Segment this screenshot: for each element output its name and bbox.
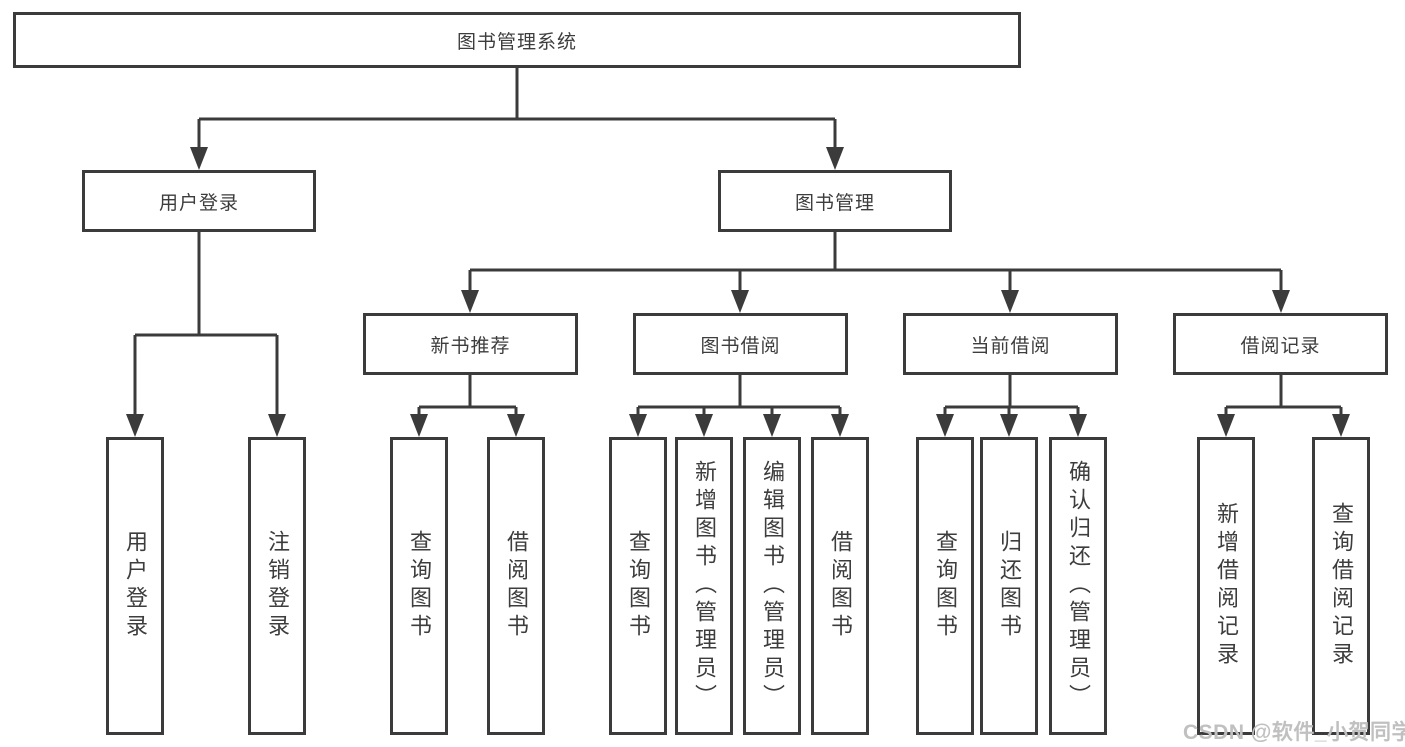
leaf-borrow-books-borrow-label: 借阅图书 <box>828 530 853 642</box>
node-book-management-label: 图书管理 <box>794 192 875 214</box>
node-user-login: 用户登录 <box>82 170 316 232</box>
node-current-borrow-label: 当前借阅 <box>970 335 1051 357</box>
leaf-add-book-admin: 新增图书（管理员） <box>675 437 733 735</box>
csdn-watermark: CSDN @软件_小贺同学 <box>1183 721 1405 744</box>
leaf-query-books-recommend: 查询图书 <box>390 437 448 735</box>
leaf-borrow-books-recommend-label: 借阅图书 <box>504 530 529 642</box>
leaf-logout-label: 注销登录 <box>265 530 290 642</box>
node-user-login-label: 用户登录 <box>158 192 239 214</box>
leaf-query-books-recommend-label: 查询图书 <box>407 530 432 642</box>
leaf-query-borrow-record-label: 查询借阅记录 <box>1329 502 1354 670</box>
leaf-query-books-current: 查询图书 <box>916 437 974 735</box>
node-root-system: 图书管理系统 <box>13 12 1021 68</box>
leaf-query-books-borrow-label: 查询图书 <box>626 530 651 642</box>
node-book-management: 图书管理 <box>718 170 952 232</box>
leaf-borrow-books-borrow: 借阅图书 <box>811 437 869 735</box>
leaf-return-book: 归还图书 <box>980 437 1038 735</box>
node-book-borrow: 图书借阅 <box>633 313 848 375</box>
node-borrow-records-label: 借阅记录 <box>1240 335 1321 357</box>
leaf-query-borrow-record: 查询借阅记录 <box>1312 437 1370 735</box>
leaf-add-book-admin-label: 新增图书（管理员） <box>692 460 717 712</box>
node-borrow-records: 借阅记录 <box>1173 313 1388 375</box>
leaf-logout: 注销登录 <box>248 437 306 735</box>
node-new-book-recommend: 新书推荐 <box>363 313 578 375</box>
leaf-query-books-current-label: 查询图书 <box>933 530 958 642</box>
leaf-add-borrow-record: 新增借阅记录 <box>1197 437 1255 735</box>
leaf-confirm-return-admin: 确认归还（管理员） <box>1049 437 1107 735</box>
node-root-label: 图书管理系统 <box>456 31 577 53</box>
node-book-borrow-label: 图书借阅 <box>700 335 781 357</box>
node-new-book-recommend-label: 新书推荐 <box>430 335 511 357</box>
leaf-confirm-return-admin-label: 确认归还（管理员） <box>1066 460 1091 712</box>
leaf-edit-book-admin-label: 编辑图书（管理员） <box>760 460 785 712</box>
leaf-borrow-books-recommend: 借阅图书 <box>487 437 545 735</box>
leaf-return-book-label: 归还图书 <box>997 530 1022 642</box>
leaf-add-borrow-record-label: 新增借阅记录 <box>1214 502 1239 670</box>
leaf-edit-book-admin: 编辑图书（管理员） <box>743 437 801 735</box>
leaf-user-login: 用户登录 <box>106 437 164 735</box>
node-current-borrow: 当前借阅 <box>903 313 1118 375</box>
leaf-query-books-borrow: 查询图书 <box>609 437 667 735</box>
leaf-user-login-label: 用户登录 <box>123 530 148 642</box>
